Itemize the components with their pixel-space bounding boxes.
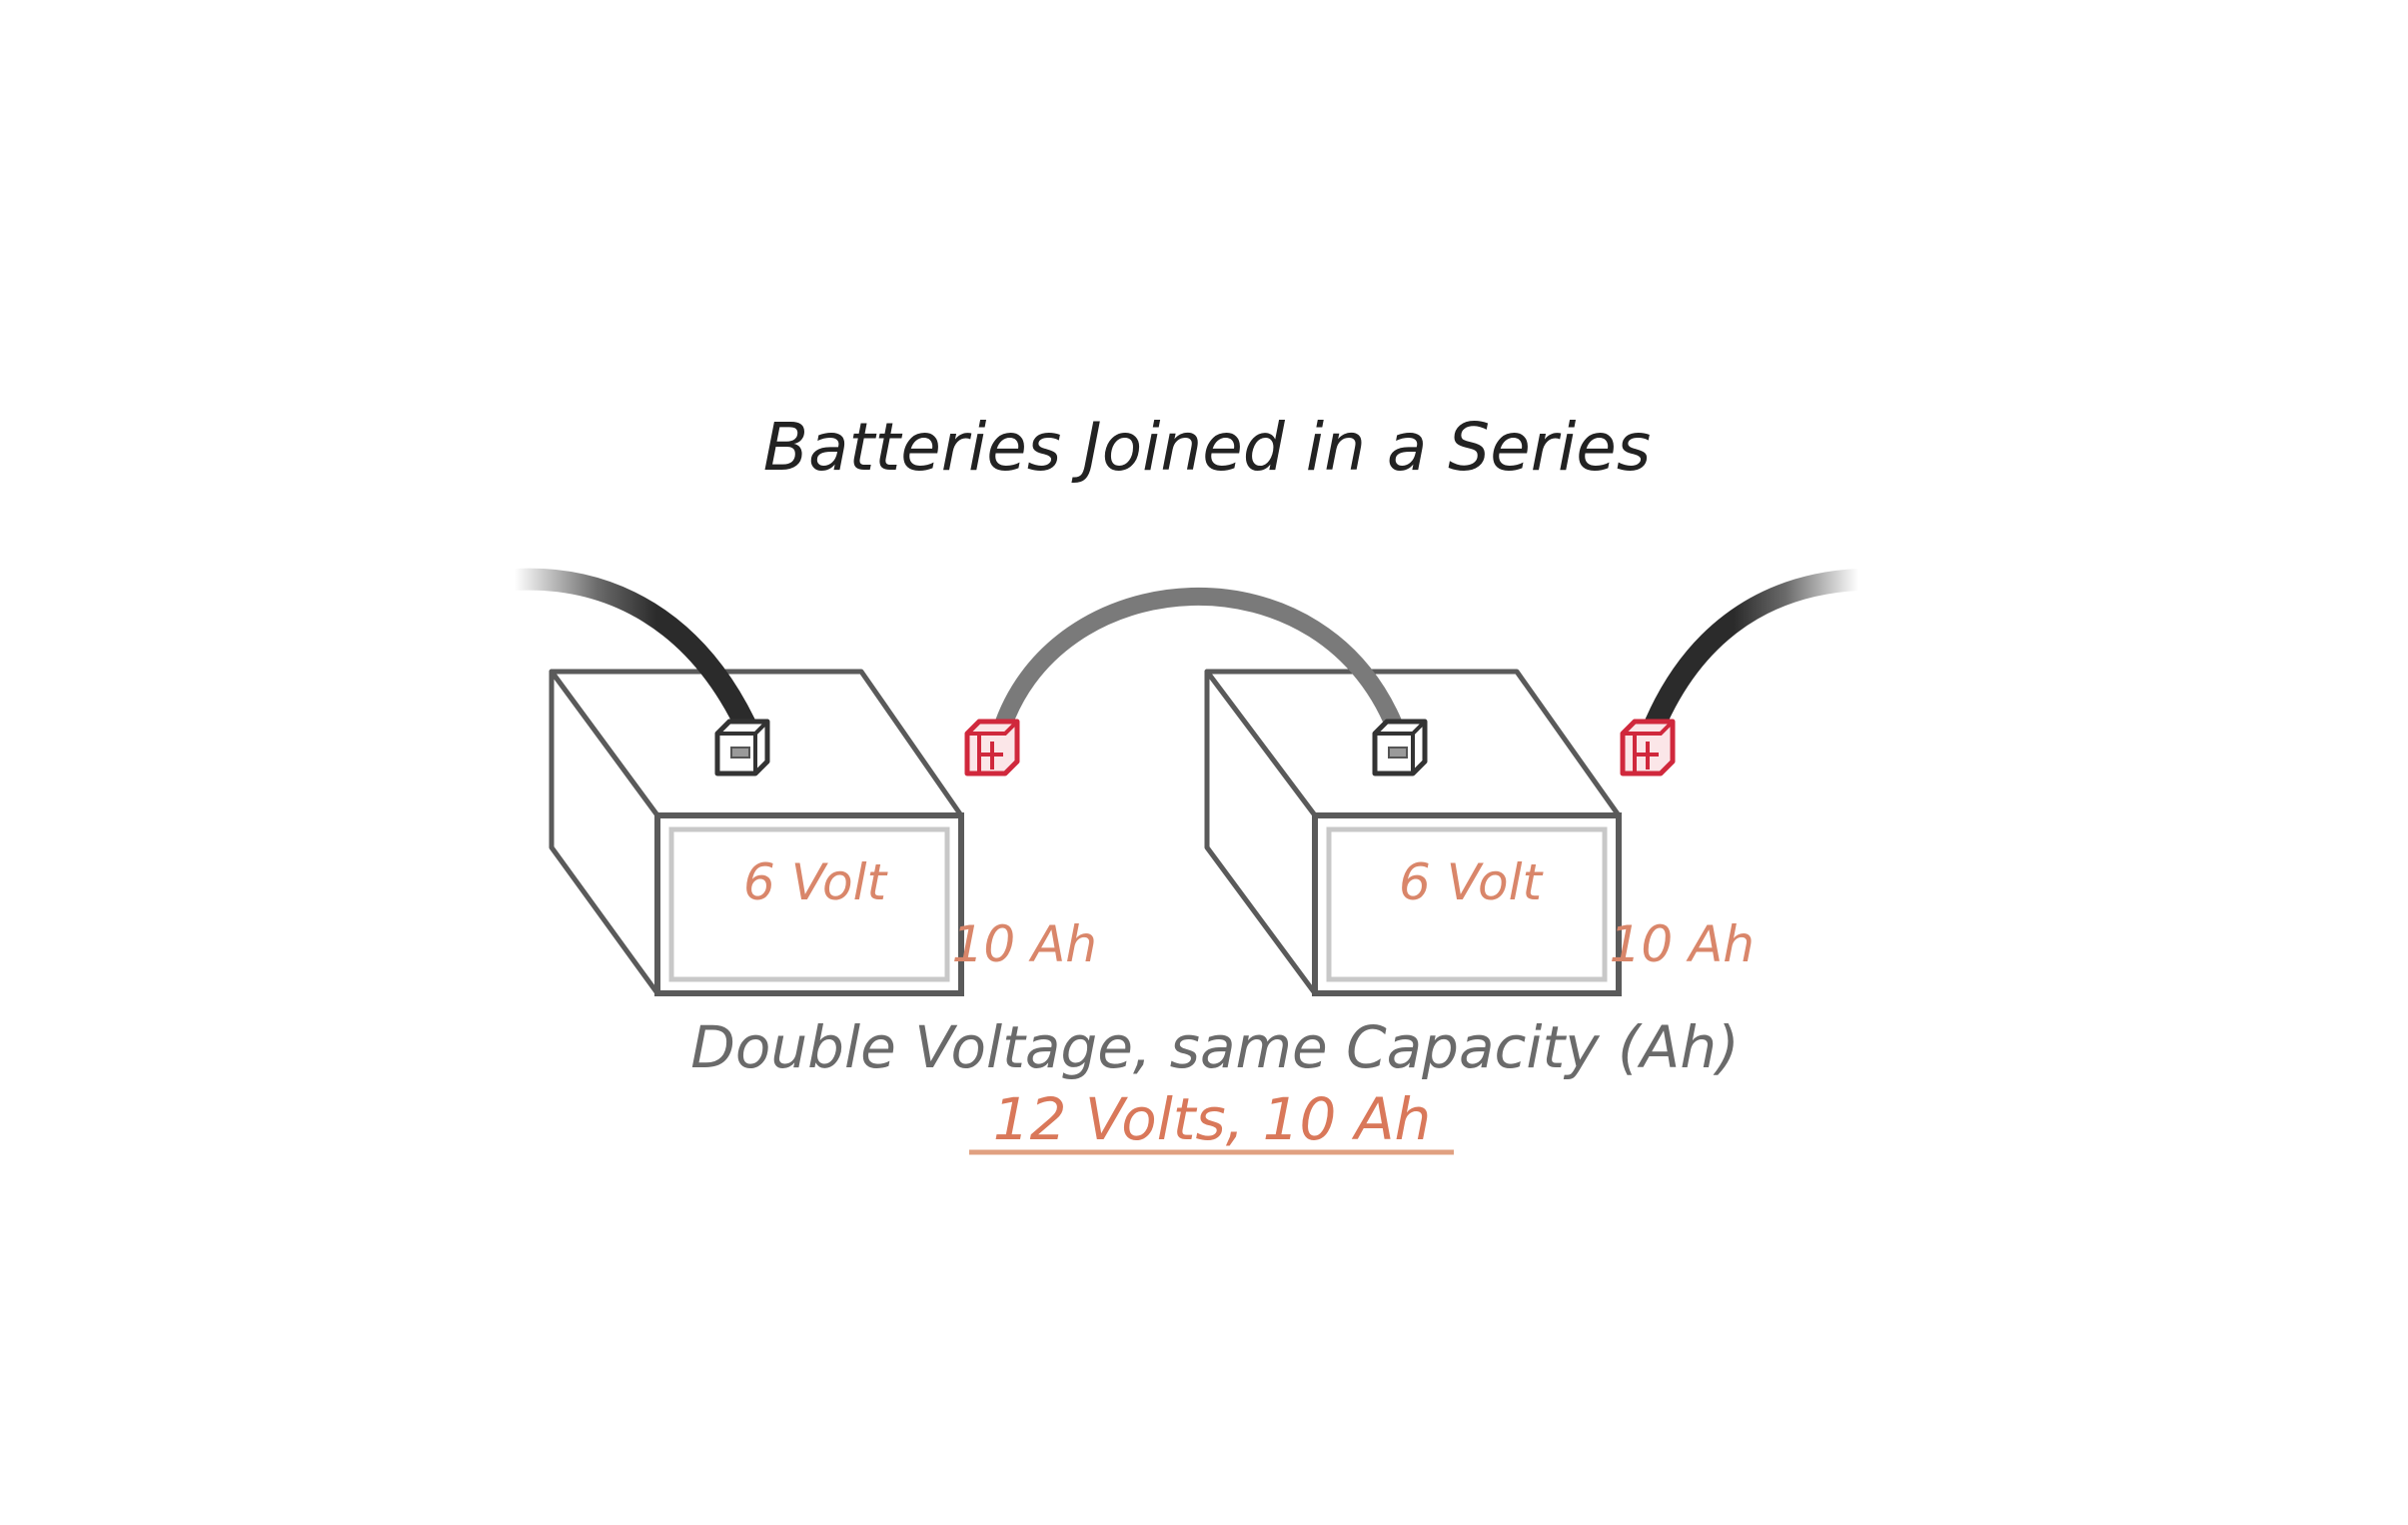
battery-label-plate [1326, 826, 1608, 982]
negative-terminal-icon [1372, 719, 1428, 776]
negative-terminal-icon [714, 719, 770, 776]
battery-right: 6 Volt 10 Ah [1204, 669, 1755, 996]
diagram-caption: Double Voltage, same Capacity (Ah) [690, 1013, 1739, 1081]
positive-terminal-icon [964, 719, 1020, 776]
battery-capacity-label: 10 Ah [1610, 915, 1755, 973]
cable-left-negative [504, 568, 762, 749]
battery-capacity-label: 10 Ah [952, 915, 1097, 973]
battery-voltage-label: 6 Volt [1399, 853, 1544, 911]
diagram-title: Batteries Joined in a Series [763, 409, 1652, 486]
cable-link [990, 588, 1408, 747]
diagram-result: 12 Volts, 10 Ah [993, 1085, 1432, 1153]
battery-label-plate [668, 826, 950, 982]
positive-terminal-icon [1620, 719, 1676, 776]
cable-right-positive [1640, 569, 1869, 746]
battery-voltage-label: 6 Volt [743, 853, 888, 911]
battery-left: 6 Volt 10 Ah [549, 669, 1097, 996]
